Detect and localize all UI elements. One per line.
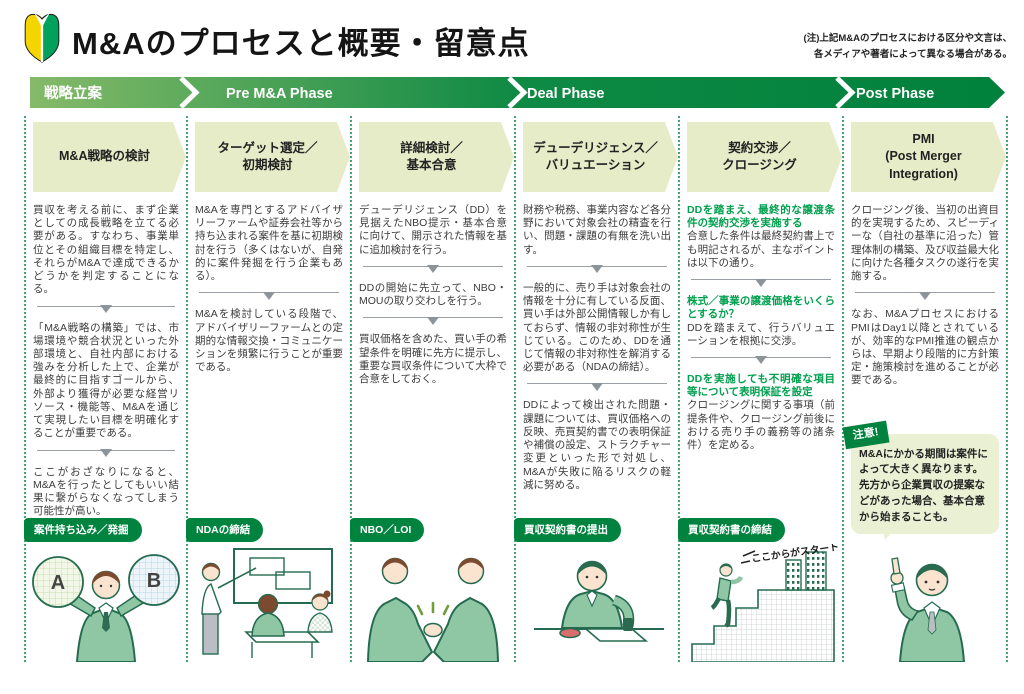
step-title-line: Integration) [889, 166, 958, 181]
step-title-line: (Post Merger [885, 149, 962, 164]
paragraph: 一般的に、売り手は対象会社の情報を十分に有している反面、買い手は外部公開情報しか… [523, 281, 671, 374]
paragraph-heading: DDを実施しても不明確な項目等について表明保証を設定 [687, 372, 835, 399]
down-arrow-separator-icon [691, 356, 831, 365]
down-arrow-separator-icon [691, 279, 831, 287]
milestone-badge: NBO／LOI [350, 518, 425, 543]
paragraph: DDを踏まえ、最終的な譲渡条件の契約交渉を実施する 合意した条件は最終契約書上で… [687, 204, 835, 270]
beginner-mark-icon [22, 13, 62, 68]
milestone-badge: 買収契約書の提出 [514, 518, 621, 543]
caution-bubble: 注意! M&Aにかかる期間は案件によって大きく異なります。先方から企業買収の提案… [842, 420, 999, 535]
step-header-ma-strategy: M&A戦略の検討 [33, 122, 186, 192]
column-detailed-review: 詳細検討／ 基本合意 デューデリジェンス（DD）を見据えたNBO提示・基本合意に… [350, 116, 516, 663]
step-header-detailed-review: 詳細検討／ 基本合意 [359, 122, 514, 192]
paragraph: M&Aを専門とするアドバイザリーファームや証券会社等から持ち込まれる案件を基に初… [195, 204, 343, 283]
phase-label-deal: Deal Phase [527, 86, 604, 102]
footnote: (注)上記M&Aのプロセスにおける区分や文言は、 各メディアや著者によって異なる… [804, 31, 1012, 63]
phase-label-strategy: 戦略立案 [44, 84, 102, 102]
step-title-line: 詳細検討／ [400, 140, 463, 155]
step-header-target-selection: ターゲット選定／ 初期検討 [195, 122, 350, 192]
column-pmi: PMI (Post Merger Integration) クロージング後、当初… [842, 116, 1008, 663]
phase-bar: 戦略立案 Pre M&A Phase Deal Phase Post Phase [30, 77, 1005, 108]
step-header-pmi: PMI (Post Merger Integration) [851, 122, 1006, 192]
caution-text: M&Aにかかる期間は案件によって大きく異なります。先方から企業買収の提案などがあ… [859, 447, 988, 523]
footnote-line2: 各メディアや著者によって異なる場合がある。 [813, 49, 1012, 61]
paragraph-text: 合意した条件は最終契約書上でも明記されるが、主なポイントは以下の通り。 [687, 230, 835, 269]
svg-text:A: A [51, 572, 65, 594]
step-title-line: 契約交渉／ [728, 140, 791, 155]
paragraph: 「M&A戦略の構築」では、市場環境や競合状況といった外部環境と、自社内部における… [33, 321, 179, 440]
column-target-selection: ターゲット選定／ 初期検討 M&Aを専門とするアドバイザリーファームや証券会社等… [186, 116, 352, 663]
man-climbing-stairs-to-buildings: ここからがスタート [681, 544, 841, 663]
phase-divider-icon [507, 77, 528, 108]
paragraph: 株式／事業の譲渡価格をいくらとするか？ DDを踏まえて、行うバリュエーションを根… [687, 295, 835, 348]
down-arrow-separator-icon [199, 292, 339, 300]
milestone-badge: 買収契約書の締結 [678, 518, 785, 543]
whiteboard-presentation-meeting [189, 544, 349, 662]
phase-divider-icon [835, 77, 856, 108]
paragraph: 財務や税務、事業内容など各分野において対象会社の精査を行い、問題・課題の有無を洗… [523, 204, 671, 256]
paragraph: 買収価格を含めた、買い手の希望条件を明確に先方に提示し、重要な買収条件について大… [359, 333, 507, 385]
phase-label-post: Post Phase [856, 86, 934, 102]
phase-label-pre-ma: Pre M&A Phase [226, 86, 333, 102]
paragraph: ここがおざなりになると、M&Aを行ったとしてもいい結果に繋がらなくなってしまう可… [33, 465, 179, 518]
paragraph: DDを実施しても不明確な項目等について表明保証を設定 クロージングに関する事項（… [687, 373, 835, 452]
man-comparing-company-a-and-b: A B [27, 544, 185, 663]
svg-text:B: B [147, 570, 161, 592]
step-header-negotiation-closing: 契約交渉／ クロージング [687, 122, 842, 192]
step-header-due-diligence: デューデリジェンス／ バリュエーション [523, 122, 678, 192]
phase-bar-shape [30, 77, 1005, 108]
title-row: M&Aのプロセスと概要・留意点 [22, 13, 530, 68]
paragraph: なお、M&AプロセスにおけるPMIはDay1以降とされているが、効率的なPMI推… [851, 308, 999, 387]
paragraph: デューデリジェンス（DD）を見据えたNBO提示・基本合意に向けて、開示された情報… [359, 204, 507, 256]
column-due-diligence: デューデリジェンス／ バリュエーション 財務や税務、事業内容など各分野において対… [514, 116, 680, 663]
paragraph: M&Aを検討している段階で、アドバイザリーファームとの定期的な情報交換・コミュニ… [195, 308, 343, 374]
step-title-line: PMI [912, 131, 935, 146]
down-arrow-separator-icon [37, 305, 175, 314]
footnote-line1: (注)上記M&Aのプロセスにおける区分や文言は、 [803, 33, 1012, 44]
man-stamping-contract [517, 544, 677, 662]
step-title-line: 初期検討 [242, 158, 293, 172]
step-title-line: 基本合意 [406, 158, 457, 172]
down-arrow-separator-icon [527, 383, 667, 391]
step-title-line: M&A戦略の検討 [59, 149, 150, 164]
milestone-badge: 案件持ち込み／発掘 [24, 518, 142, 543]
paragraph-heading: 株式／事業の譲渡価格をいくらとするか？ [687, 295, 835, 321]
phase-divider-icon [179, 77, 200, 108]
milestone-badge: NDAの締結 [186, 518, 264, 543]
man-pointing-up [845, 544, 1005, 663]
caution-badge: 注意! [842, 420, 890, 449]
paragraph: クロージング後、当初の出資目的を実現するため、スピーディーな（自社の基準に沿った… [851, 204, 999, 283]
two-businessmen-handshake [353, 544, 513, 663]
process-grid: M&A戦略の検討 買収を考える前に、まず企業としての成長戦略を立てる必要がある。… [24, 116, 1008, 663]
step-title-line: クロージング [722, 158, 797, 172]
paragraph-text: DDを踏まえて、行うバリュエーションを根拠に交渉。 [687, 321, 835, 347]
paragraph-heading: DDを踏まえ、最終的な譲渡条件の契約交渉を実施する [687, 204, 835, 230]
column-negotiation-closing: 契約交渉／ クロージング DDを踏まえ、最終的な譲渡条件の契約交渉を実施する 合… [678, 116, 844, 663]
paragraph: 買収を考える前に、まず企業としての成長戦略を立てる必要がある。すなわち、事業単位… [33, 204, 179, 296]
step-title-line: ターゲット選定／ [217, 140, 318, 155]
page-title: M&Aのプロセスと概要・留意点 [72, 26, 530, 61]
down-arrow-separator-icon [363, 265, 503, 274]
column-ma-strategy: M&A戦略の検討 買収を考える前に、まず企業としての成長戦略を立てる必要がある。… [24, 116, 188, 663]
down-arrow-separator-icon [855, 292, 995, 300]
paragraph: DDの開始に先立って、NBO・MOUの取り交わしを行う。 [359, 281, 507, 308]
paragraph: DDによって検出された問題・課題については、買収価格への反映、売買契約書での表明… [523, 399, 671, 491]
step-title-line: バリュエーション [545, 158, 646, 172]
down-arrow-separator-icon [37, 449, 175, 458]
step-title-line: デューデリジェンス／ [533, 140, 658, 155]
paragraph-text: クロージングに関する事項（前提条件や、クロージング前後における売り手の義務等の諸… [687, 399, 835, 452]
down-arrow-separator-icon [527, 265, 667, 274]
down-arrow-separator-icon [363, 317, 503, 325]
